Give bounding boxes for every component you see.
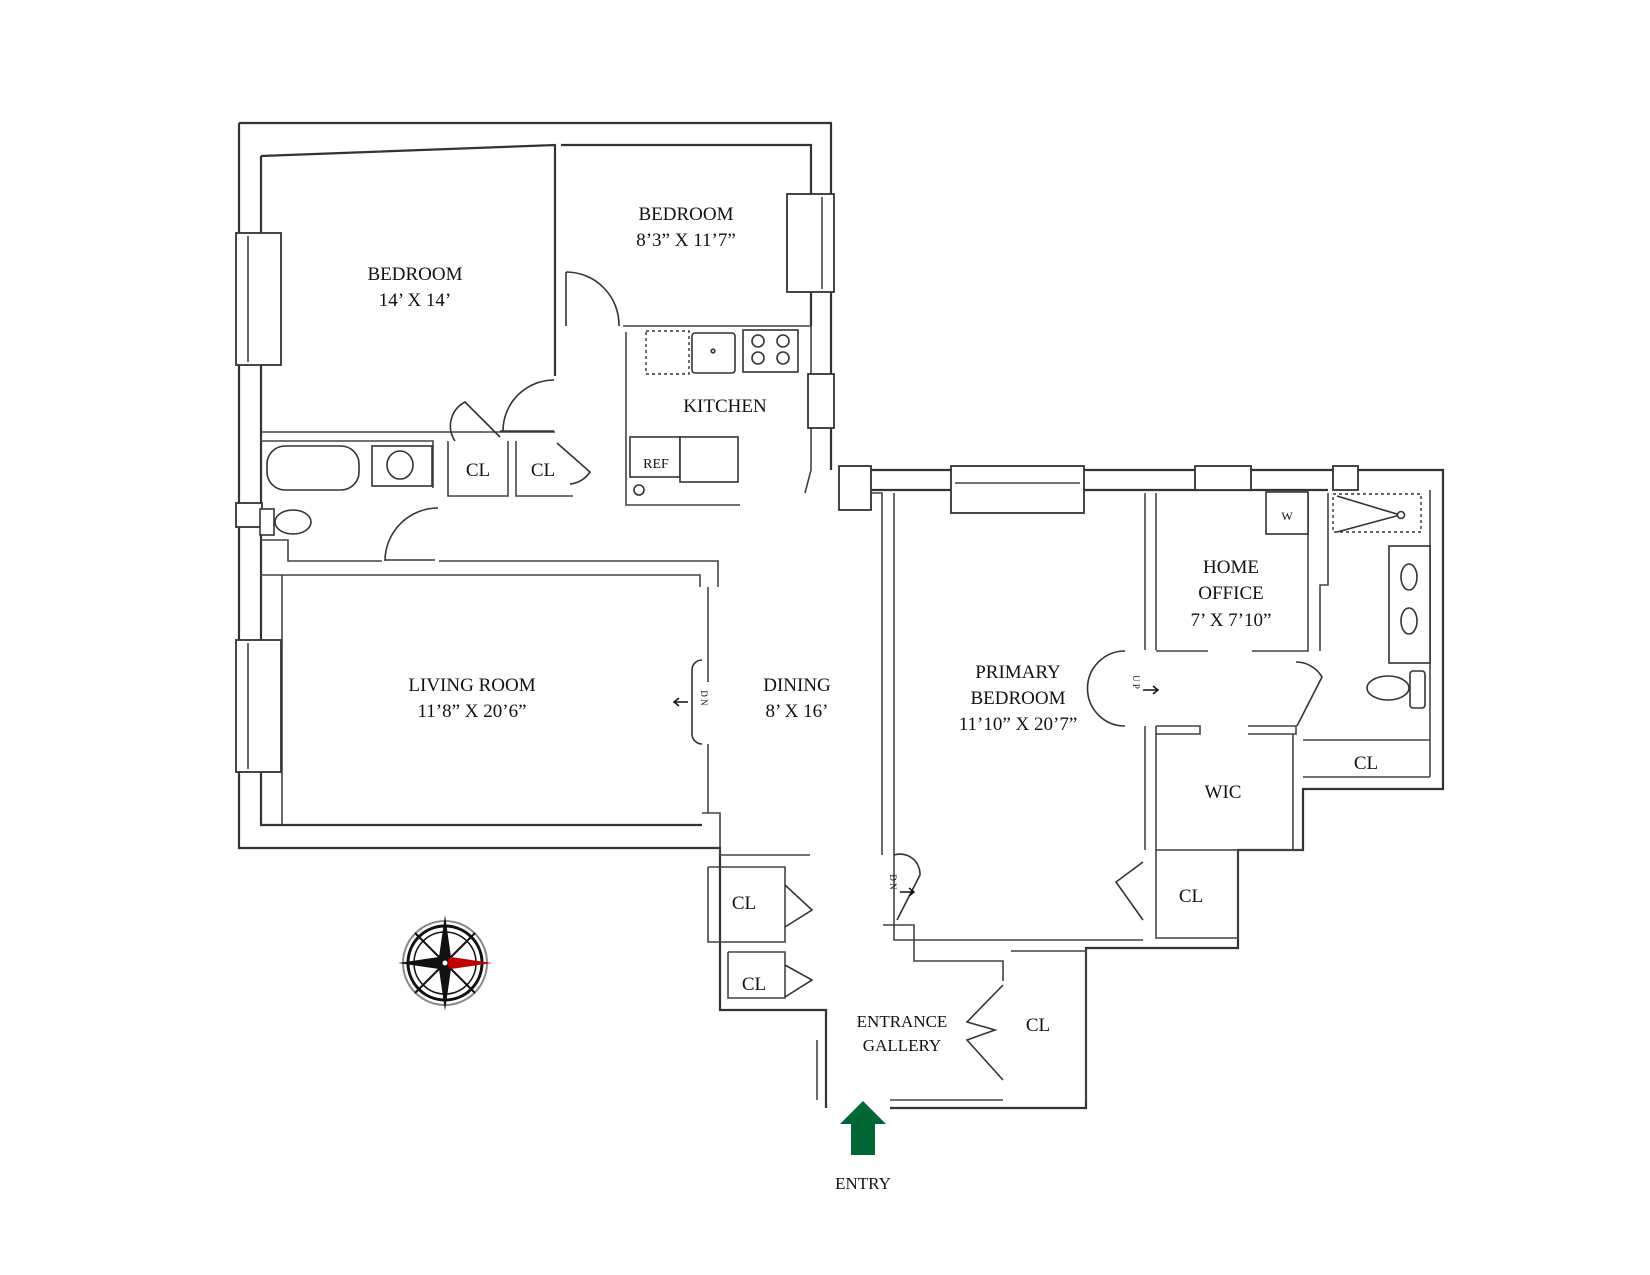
washer-label: W xyxy=(1281,509,1293,523)
primary-bedroom-dims: 11’10” X 20’7” xyxy=(959,714,1078,735)
primary-bedroom-name-2: BEDROOM xyxy=(970,688,1065,709)
windows xyxy=(235,193,1359,773)
kitchen-fixtures xyxy=(629,329,799,496)
home-office-name-2: OFFICE xyxy=(1198,583,1263,604)
kitchen-name: KITCHEN xyxy=(683,396,767,417)
bath-fixtures xyxy=(259,445,1431,709)
arrow-left-icon xyxy=(672,697,688,707)
closet-label: CL xyxy=(466,460,490,481)
home-office-name-1: HOME xyxy=(1203,557,1259,578)
entry-arrow-icon xyxy=(840,1101,886,1155)
home-office-dims: 7’ X 7’10” xyxy=(1191,610,1272,631)
north-pointer xyxy=(445,957,492,969)
primary-step-down-label: D N xyxy=(888,874,898,890)
refrigerator-label: REF xyxy=(643,457,669,472)
step-markers: D N D N U P xyxy=(672,675,1160,897)
living-room-name: LIVING ROOM xyxy=(408,675,535,696)
entrance-gallery-name-2: GALLERY xyxy=(863,1036,941,1055)
dining-name: DINING xyxy=(763,675,831,696)
fixture-labels: REF W xyxy=(643,457,1293,523)
closet-label: CL xyxy=(732,893,756,914)
bedroom-3-dims: 8’3” X 11’7” xyxy=(636,230,736,251)
compass-rose-icon xyxy=(398,915,492,1011)
entrance-gallery-name-1: ENTRANCE xyxy=(857,1012,948,1031)
living-step-down-label: D N xyxy=(699,690,709,706)
bedroom-2-dims: 14’ X 14’ xyxy=(379,290,451,311)
entry-label: ENTRY xyxy=(835,1174,891,1193)
closet-label: CL xyxy=(742,974,766,995)
closet-label: CL xyxy=(1026,1015,1050,1036)
wic-name: WIC xyxy=(1205,782,1242,803)
doors xyxy=(384,271,1323,1100)
closet-label: CL xyxy=(1354,753,1378,774)
office-step-up-label: U P xyxy=(1131,675,1141,689)
dining-dims: 8’ X 16’ xyxy=(766,701,829,722)
closet-label: CL xyxy=(531,460,555,481)
living-room-dims: 11’8” X 20’6” xyxy=(417,701,526,722)
bedroom-3-name: BEDROOM xyxy=(638,204,733,225)
closet-labels: CL CL CL CL CL CL CL xyxy=(466,460,1378,1036)
room-labels: BEDROOM 14’ X 14’ BEDROOM 8’3” X 11’7” K… xyxy=(367,204,1271,1055)
bedroom-2-name: BEDROOM xyxy=(367,264,462,285)
arrow-right-icon xyxy=(900,887,916,897)
interior-walls xyxy=(261,325,1431,1101)
primary-bedroom-name-1: PRIMARY xyxy=(975,662,1061,683)
arrow-right-icon xyxy=(1143,685,1160,695)
closet-label: CL xyxy=(1179,886,1203,907)
entry-marker: ENTRY xyxy=(835,1101,891,1193)
